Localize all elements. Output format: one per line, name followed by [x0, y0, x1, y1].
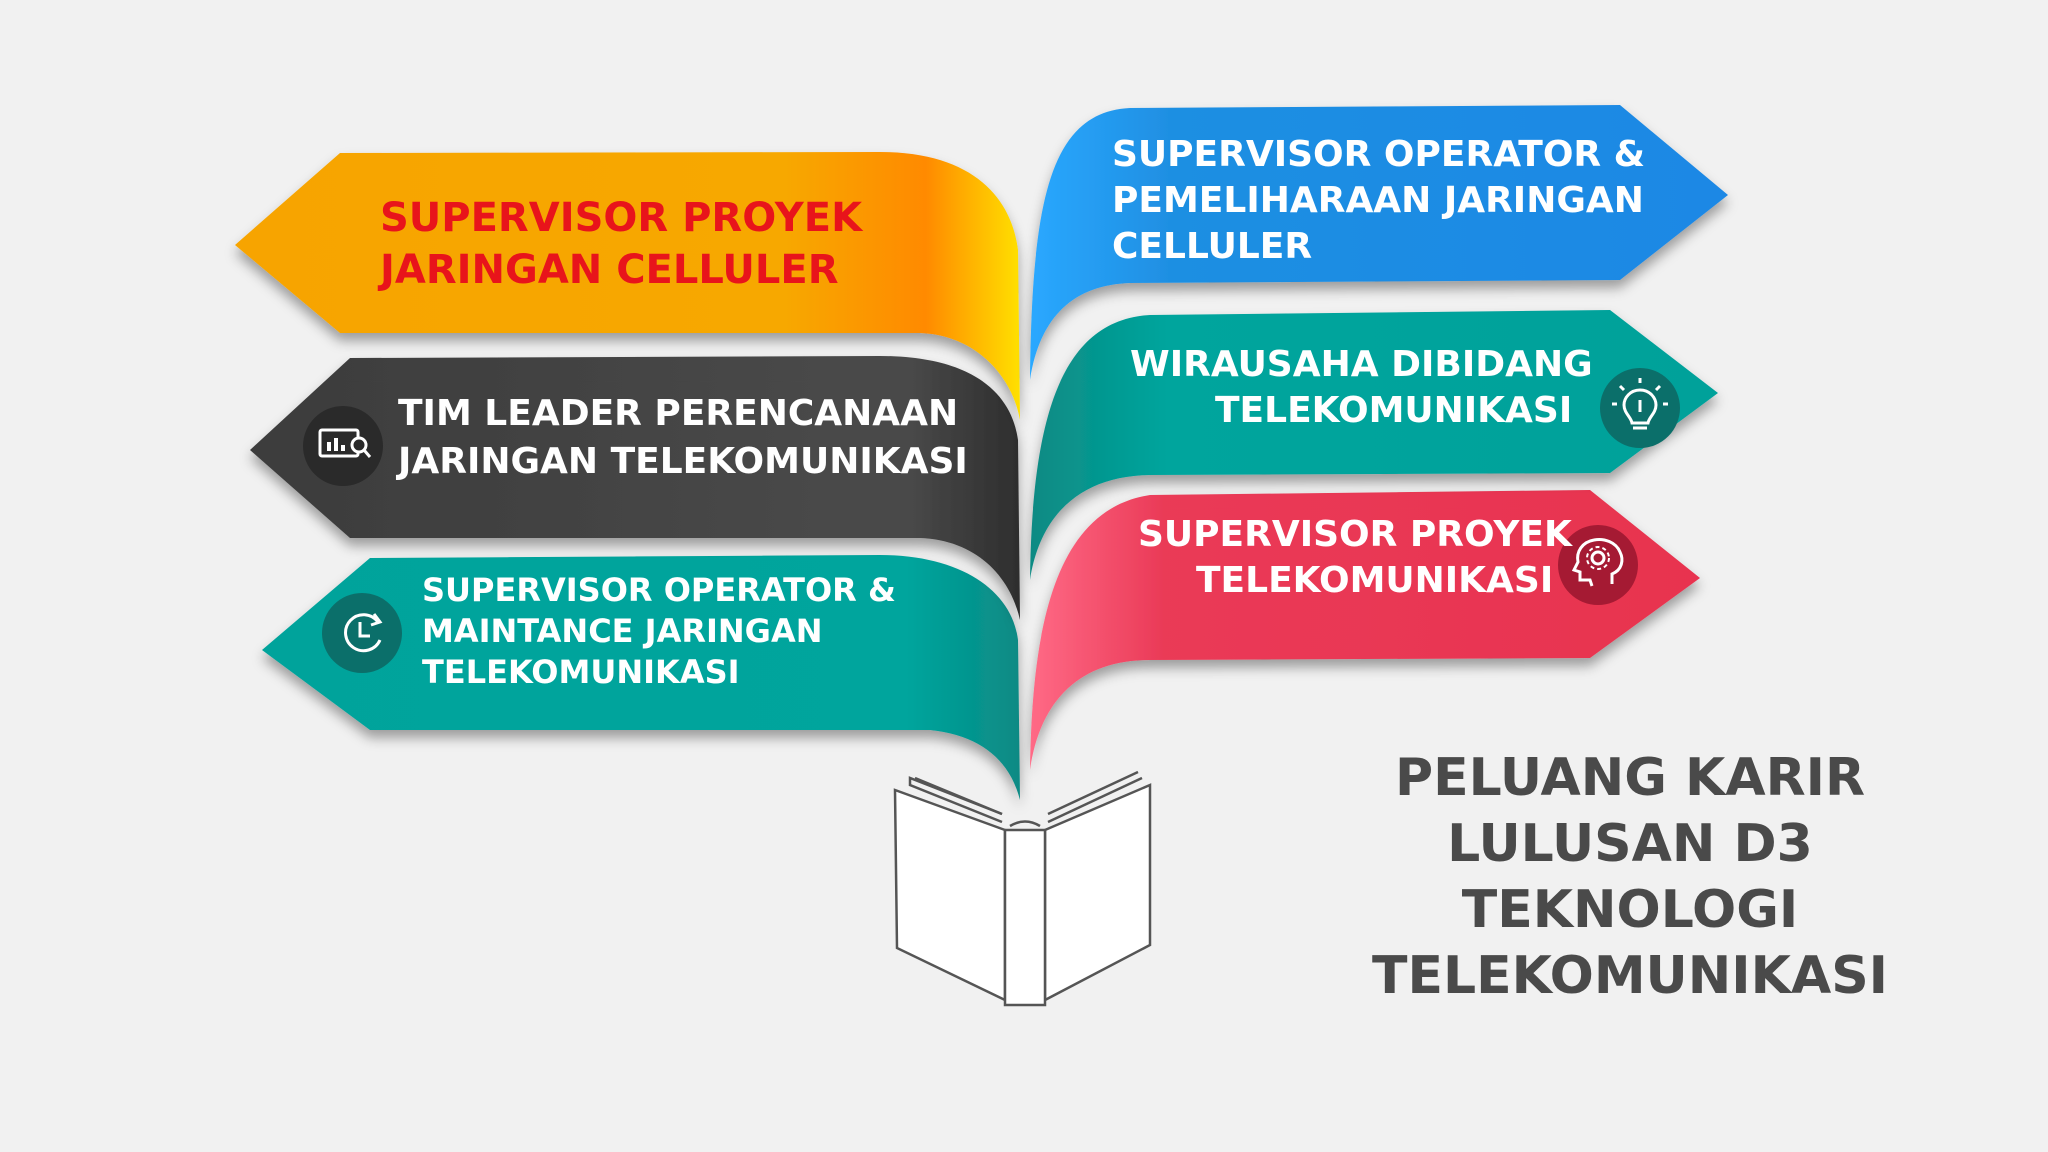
label-line: SUPERVISOR PROYEK	[380, 195, 863, 241]
ribbon-label-supervisor-proyek-jaringan-celluler: SUPERVISOR PROYEK JARINGAN CELLULER	[380, 192, 862, 296]
title-line: PELUANG KARIR	[1394, 748, 1866, 808]
label-line: TELEKOMUNIKASI	[1215, 390, 1573, 431]
label-line: CELLULER	[1112, 226, 1313, 267]
ribbon-dark-left	[250, 356, 1020, 620]
label-line: WIRAUSAHA DIBIDANG	[1130, 344, 1593, 385]
ribbon-red-right	[1030, 490, 1700, 770]
label-line: JARINGAN CELLULER	[380, 247, 839, 293]
label-line: TELEKOMUNIKASI	[422, 653, 740, 691]
title-line: TELEKOMUNIKASI	[1372, 946, 1888, 1006]
ribbon-blue-right	[1030, 105, 1728, 380]
open-book-icon	[893, 770, 1152, 1007]
label-line: PEMELIHARAAN JARINGAN	[1112, 180, 1644, 221]
ribbon-teal-left	[262, 555, 1020, 800]
ribbon-teal-right	[1030, 310, 1718, 580]
label-line: TIM LEADER PERENCANAAN	[398, 393, 959, 434]
ribbon-orange-left	[235, 152, 1020, 420]
label-line: MAINTANCE JARINGAN	[422, 612, 823, 650]
label-line: SUPERVISOR PROYEK	[1138, 514, 1572, 555]
label-line: SUPERVISOR OPERATOR &	[1112, 134, 1646, 175]
title-line: LULUSAN D3	[1447, 814, 1813, 874]
ribbon-label-supervisor-operator-maintance: SUPERVISOR OPERATOR & MAINTANCE JARINGAN…	[422, 570, 896, 693]
lightbulb-icon	[1600, 368, 1680, 448]
label-line: SUPERVISOR OPERATOR &	[422, 571, 896, 609]
brain-gear-icon	[1558, 525, 1638, 605]
ribbon-label-supervisor-proyek-telekomunikasi: SUPERVISOR PROYEK TELEKOMUNIKASI	[1138, 512, 1572, 604]
title-line: TEKNOLOGI	[1461, 880, 1799, 940]
clock-refresh-icon	[322, 593, 402, 673]
ribbon-label-wirausaha-dibidang: WIRAUSAHA DIBIDANG TELEKOMUNIKASI	[1130, 342, 1593, 434]
label-line: TELEKOMUNIKASI	[1196, 560, 1554, 601]
ribbon-label-supervisor-operator-pemeliharaan: SUPERVISOR OPERATOR & PEMELIHARAAN JARIN…	[1112, 132, 1645, 270]
ribbon-label-tim-leader-perencanaan: TIM LEADER PERENCANAAN JARINGAN TELEKOMU…	[398, 390, 968, 486]
label-line: JARINGAN TELEKOMUNIKASI	[398, 441, 968, 482]
analytics-monitor-icon	[303, 406, 383, 486]
